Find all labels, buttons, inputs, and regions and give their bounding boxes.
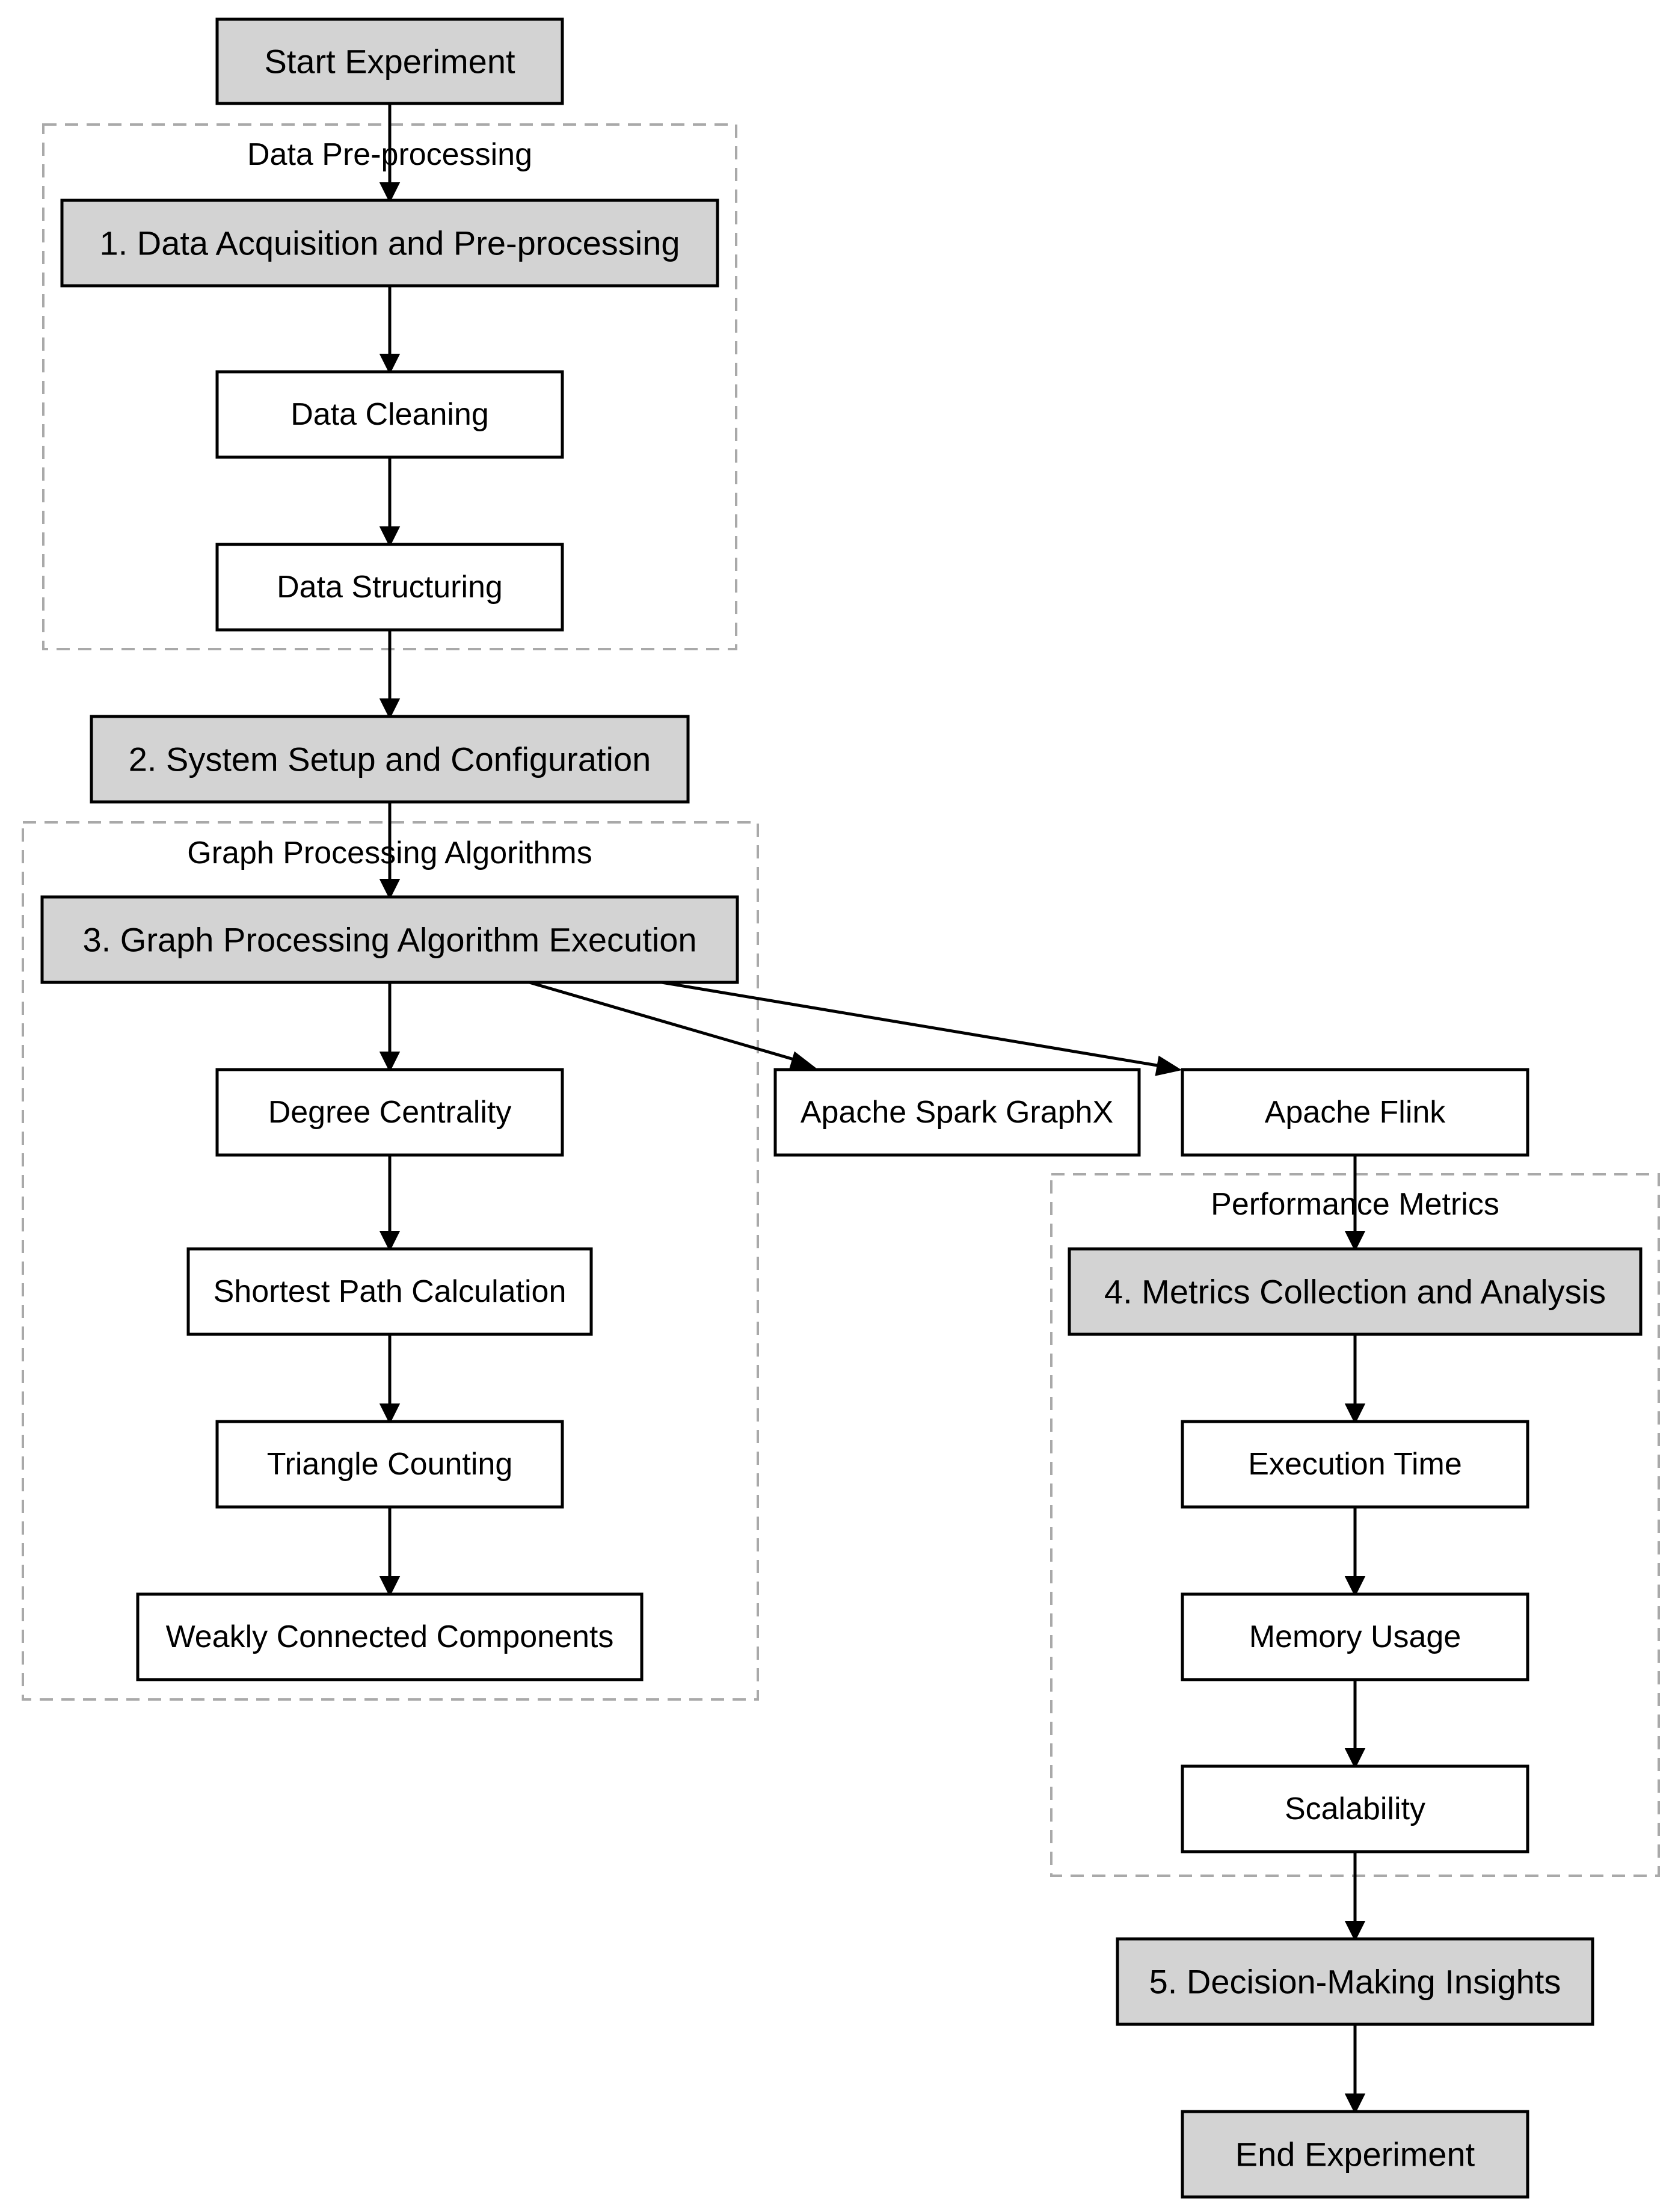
- node-label: Apache Spark GraphX: [801, 1095, 1113, 1130]
- node-label: Execution Time: [1248, 1447, 1462, 1482]
- node-label: Degree Centrality: [268, 1095, 512, 1130]
- node-data-structuring: Data Structuring: [215, 543, 564, 632]
- node-label: Memory Usage: [1249, 1619, 1461, 1654]
- node-start-experiment: Start Experiment: [215, 17, 564, 105]
- node-label: Triangle Counting: [267, 1447, 513, 1482]
- node-label: 5. Decision-Making Insights: [1149, 1963, 1561, 2001]
- node-data-acquisition: 1. Data Acquisition and Pre-processing: [60, 199, 719, 288]
- node-label: Data Structuring: [277, 570, 503, 605]
- node-execution-time: Execution Time: [1181, 1420, 1529, 1509]
- node-label: Start Experiment: [264, 43, 515, 81]
- node-end-experiment: End Experiment: [1181, 2110, 1529, 2199]
- node-shortest-path: Shortest Path Calculation: [186, 1247, 593, 1336]
- node-label: 3. Graph Processing Algorithm Execution: [83, 921, 697, 959]
- node-algorithm-execution: 3. Graph Processing Algorithm Execution: [40, 895, 739, 984]
- edges: [379, 103, 1366, 2115]
- node-weakly-connected-components: Weakly Connected Components: [136, 1592, 644, 1681]
- node-triangle-counting: Triangle Counting: [215, 1420, 564, 1509]
- node-memory-usage: Memory Usage: [1181, 1592, 1529, 1681]
- edge-step3-spark: [529, 981, 801, 1063]
- node-scalability: Scalability: [1181, 1764, 1529, 1853]
- node-degree-centrality: Degree Centrality: [215, 1068, 564, 1157]
- node-label: 4. Metrics Collection and Analysis: [1104, 1273, 1606, 1311]
- node-label: Data Cleaning: [290, 397, 489, 432]
- node-label: Scalability: [1285, 1791, 1425, 1826]
- node-apache-spark-graphx: Apache Spark GraphX: [773, 1068, 1141, 1157]
- node-apache-flink: Apache Flink: [1181, 1068, 1529, 1157]
- node-decision-making-insights: 5. Decision-Making Insights: [1116, 1937, 1594, 2026]
- node-label: Apache Flink: [1265, 1095, 1446, 1130]
- node-label: Shortest Path Calculation: [214, 1274, 567, 1309]
- node-system-setup: 2. System Setup and Configuration: [90, 715, 690, 804]
- node-label: 2. System Setup and Configuration: [129, 741, 651, 778]
- node-data-cleaning: Data Cleaning: [215, 370, 564, 459]
- node-metrics-collection: 4. Metrics Collection and Analysis: [1068, 1247, 1643, 1336]
- node-label: Weakly Connected Components: [166, 1619, 614, 1654]
- edge-step3-flink: [661, 981, 1161, 1068]
- node-label: 1. Data Acquisition and Pre-processing: [100, 224, 680, 262]
- node-label: End Experiment: [1235, 2136, 1475, 2173]
